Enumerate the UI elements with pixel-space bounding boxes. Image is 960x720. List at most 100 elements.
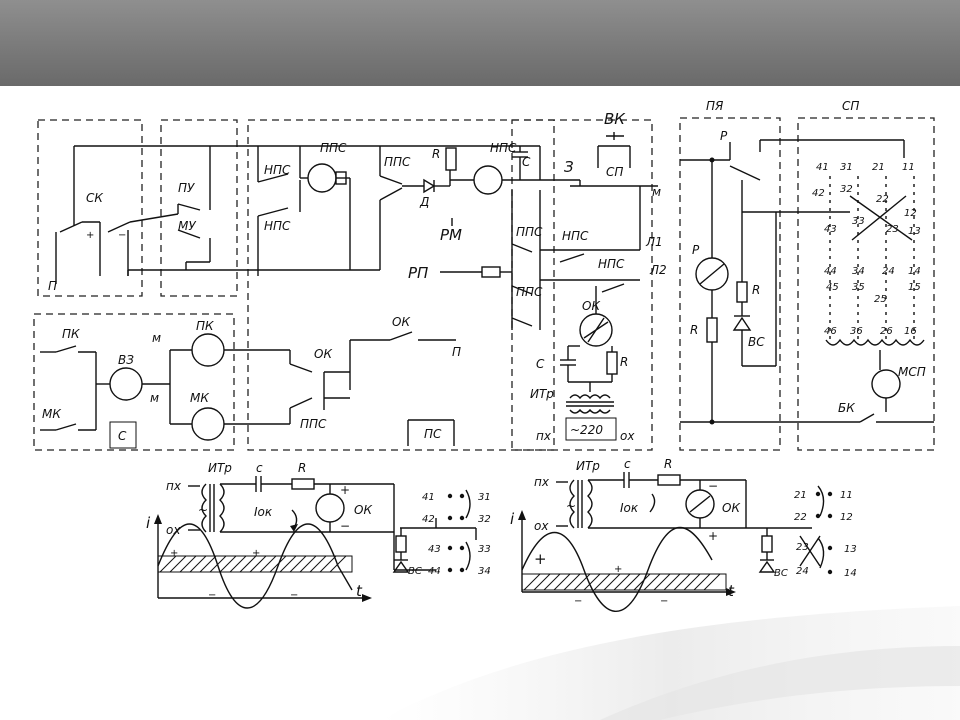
sub-right-c: с: [624, 457, 631, 471]
mk-coil: [191, 407, 225, 441]
sub-left-43: 43: [428, 544, 441, 555]
svg-text:+: +: [534, 550, 547, 568]
contact-21: 21: [872, 162, 885, 173]
sub-left-ok: ОК: [354, 503, 372, 517]
label-nps2: НПС: [264, 219, 291, 233]
label-r1: R: [432, 147, 440, 161]
sub-right-13: 13: [844, 544, 857, 555]
sub-right-minus: −: [708, 479, 718, 493]
svg-text:−: −: [574, 596, 582, 607]
sub-right-itr: ИТр: [576, 459, 600, 473]
nps-pps-network: НПС НПС ППС ППС Д R НПС С РМ РП: [257, 141, 560, 446]
label-vz: ВЗ: [118, 353, 134, 367]
block-ps: [247, 119, 555, 451]
svg-text:+: +: [86, 230, 94, 241]
contact-46: 46: [824, 326, 837, 337]
sub-left-ok-coil: [315, 493, 345, 523]
contact-33: 33: [852, 216, 865, 227]
sub-left-itr: ИТр: [208, 461, 232, 475]
label-mk2: МК: [190, 391, 209, 405]
label-pk-block: ПК: [62, 327, 80, 341]
svg-text:−: −: [290, 590, 298, 601]
contact-35: 35: [852, 282, 865, 293]
label-bk: БК: [838, 401, 855, 415]
sub-left-i: i: [146, 514, 151, 532]
sk-switch: СК П + −: [48, 145, 380, 293]
label-p-coil: Р: [692, 243, 700, 257]
sub-right-22: 22: [794, 512, 807, 523]
contact-26: 26: [880, 326, 893, 337]
label-rm: РМ: [440, 226, 462, 244]
label-pps4: ППС: [516, 225, 543, 239]
sub-left-iok: Iок: [254, 505, 273, 519]
block-sp: [797, 117, 935, 451]
contact-12: 12: [904, 208, 917, 219]
pya-circuit: ПЯ Р Р R R ВС: [680, 99, 904, 425]
label-pya: ПЯ: [706, 99, 724, 113]
sub-right-21: 21: [794, 490, 807, 501]
label-d: Д: [419, 195, 429, 209]
block-pk: [33, 313, 235, 451]
sub-left-t: t: [356, 582, 363, 600]
label-r2: R: [620, 355, 628, 369]
sub-left-42: 42: [422, 514, 435, 525]
contact-36: 36: [850, 326, 863, 337]
label-r3: R: [690, 323, 698, 337]
contact-41: 41: [816, 162, 829, 173]
sub-left-ox: ох: [166, 523, 181, 537]
label-nps3: НПС: [490, 141, 517, 155]
label-p2: П: [452, 345, 461, 359]
svg-text:+: +: [614, 564, 622, 575]
label-p: П: [48, 279, 57, 293]
label-m1: м: [152, 331, 161, 345]
label-ok2: ОК: [314, 347, 332, 361]
contact-43: 43: [824, 224, 837, 235]
label-nps5: НПС: [598, 257, 625, 271]
contact-45: 45: [826, 282, 839, 293]
pk-mk-circuit: ПК МК ВЗ С м м ПК МК: [40, 319, 350, 449]
label-vk: ВК: [604, 110, 626, 128]
label-msp: МСП: [898, 365, 926, 379]
svg-text:−: −: [660, 596, 668, 607]
label-pps3: ППС: [300, 417, 327, 431]
label-ox: ох: [620, 429, 635, 443]
contact-11: 11: [902, 162, 915, 173]
sub-left-px: пх: [166, 479, 182, 493]
contact-25: 25: [874, 294, 887, 305]
sub-diagram-right: i t + + − − пх ох ~ ИТр: [510, 457, 857, 612]
sub-left-vs: ВС: [408, 566, 422, 577]
sub-left-44: 44: [428, 566, 441, 577]
pps-relay-coil: [307, 163, 337, 193]
label-sk: СК: [86, 191, 103, 205]
label-pk: ПК: [196, 319, 214, 333]
label-sp: СП: [606, 165, 623, 179]
block-pu: [160, 119, 238, 297]
label-c2: С: [536, 357, 545, 371]
ok-coil: [579, 313, 613, 347]
nps-relay-coil: [473, 165, 503, 195]
svg-text:−: −: [208, 590, 216, 601]
label-ok1: ОК: [392, 315, 410, 329]
svg-text:+: +: [252, 548, 260, 559]
sub-left-plus: +: [340, 483, 350, 497]
msp-motor: [871, 369, 901, 399]
label-c-block: С: [118, 429, 127, 443]
sub-right-tilde: ~: [566, 499, 576, 513]
title-bar: [0, 0, 960, 86]
label-p-relay: Р: [720, 129, 728, 143]
sub-right-23: 23: [796, 542, 809, 553]
contact-34: 34: [852, 266, 865, 277]
svg-text:+: +: [170, 548, 178, 559]
label-m2: м: [150, 391, 159, 405]
contact-15: 15: [908, 282, 921, 293]
label-vs: ВС: [748, 335, 765, 349]
sub-right-plus: +: [708, 529, 718, 543]
ok-itr-circuit: ОК С R ИТр ~220 пх ох: [530, 286, 635, 443]
sub-left-c: с: [256, 461, 263, 475]
vk-sp-contacts: З ВК СП м: [539, 110, 661, 199]
label-m3: м: [652, 185, 661, 199]
label-nps4: НПС: [562, 229, 589, 243]
label-l2: Л2: [649, 263, 667, 277]
sp-contact-grid: СП 41 31 21 11 42 32 22 12 43 33 23 13 4…: [742, 99, 934, 423]
contact-23: 23: [886, 224, 899, 235]
